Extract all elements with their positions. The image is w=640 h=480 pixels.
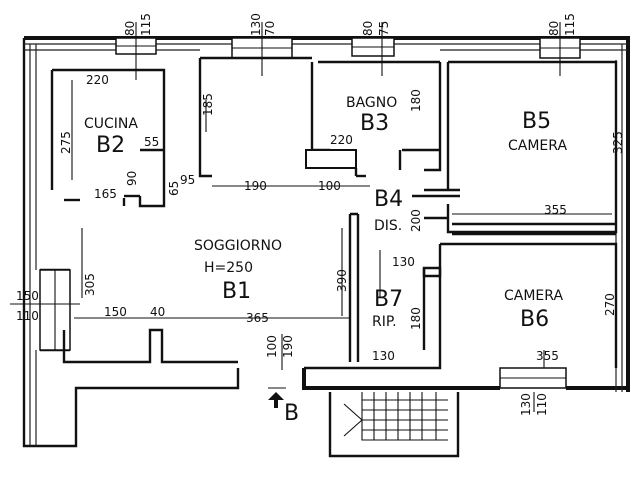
dim-label: 75 <box>377 21 391 36</box>
dimension-numbers: 80 115 130 70 80 75 80 115 220 275 55 90… <box>16 13 625 416</box>
room-b4-id: B4 <box>374 187 403 212</box>
dim-label: 115 <box>139 13 153 36</box>
dim-label: 165 <box>94 187 117 201</box>
dim-label: 355 <box>544 203 567 217</box>
dim-label: 130 <box>372 349 395 363</box>
room-b5-name: CAMERA <box>508 138 567 154</box>
room-b6-name: CAMERA <box>504 288 563 304</box>
staircase <box>328 392 460 458</box>
dim-label: 180 <box>409 89 423 112</box>
dim-label: 130 <box>519 393 533 416</box>
dim-label: 90 <box>125 171 139 186</box>
room-labels: CUCINA B2 BAGNO B3 B5 CAMERA B4 DIS. SOG… <box>84 95 567 426</box>
windows <box>39 37 581 389</box>
room-b4-name: DIS. <box>374 218 402 234</box>
room-b3-name: BAGNO <box>346 95 397 111</box>
room-b2-id: B2 <box>96 133 125 158</box>
dimension-lines <box>10 22 612 412</box>
dim-label: 55 <box>144 135 159 149</box>
entrance-label: B <box>284 401 299 426</box>
dim-label: 40 <box>150 305 165 319</box>
dim-label: 100 <box>265 335 279 358</box>
room-b7-id: B7 <box>374 287 403 312</box>
dim-label: 190 <box>244 179 267 193</box>
room-b1-name: SOGGIORNO <box>194 238 282 254</box>
entrance-arrow-icon <box>268 387 286 408</box>
room-b6-id: B6 <box>520 307 549 332</box>
dim-label: 130 <box>392 255 415 269</box>
room-b7-name: RIP. <box>372 314 397 330</box>
dim-label: 220 <box>330 133 353 147</box>
dim-label: 95 <box>180 173 195 187</box>
dim-label: 110 <box>535 393 549 416</box>
dim-label: 115 <box>563 13 577 36</box>
dim-label: 65 <box>167 181 181 196</box>
dim-label: 355 <box>536 349 559 363</box>
dim-label: 110 <box>16 309 39 323</box>
dim-label: 180 <box>409 307 423 330</box>
dim-label: 185 <box>201 93 215 116</box>
room-b1-height: H=250 <box>204 260 253 276</box>
dim-label: 80 <box>361 21 375 36</box>
room-b2-name: CUCINA <box>84 116 138 132</box>
dim-label: 275 <box>59 131 73 154</box>
dim-label: 220 <box>86 73 109 87</box>
room-b3-id: B3 <box>360 111 389 136</box>
dim-label: 100 <box>318 179 341 193</box>
dim-label: 305 <box>83 273 97 296</box>
dim-label: 80 <box>123 21 137 36</box>
dim-label: 70 <box>263 21 277 36</box>
dim-label: 390 <box>335 269 349 292</box>
interior-walls <box>50 56 618 370</box>
dim-label: 150 <box>16 289 39 303</box>
dim-label: 270 <box>603 293 617 316</box>
dim-label: 150 <box>104 305 127 319</box>
dim-label: 365 <box>246 311 269 325</box>
room-b1-id: B1 <box>222 279 251 304</box>
dim-label: 325 <box>611 131 625 154</box>
dim-label: 200 <box>409 209 423 232</box>
dim-label: 130 <box>249 13 263 36</box>
dim-label: 190 <box>281 335 295 358</box>
dim-label: 80 <box>547 21 561 36</box>
room-b5-id: B5 <box>522 109 551 134</box>
